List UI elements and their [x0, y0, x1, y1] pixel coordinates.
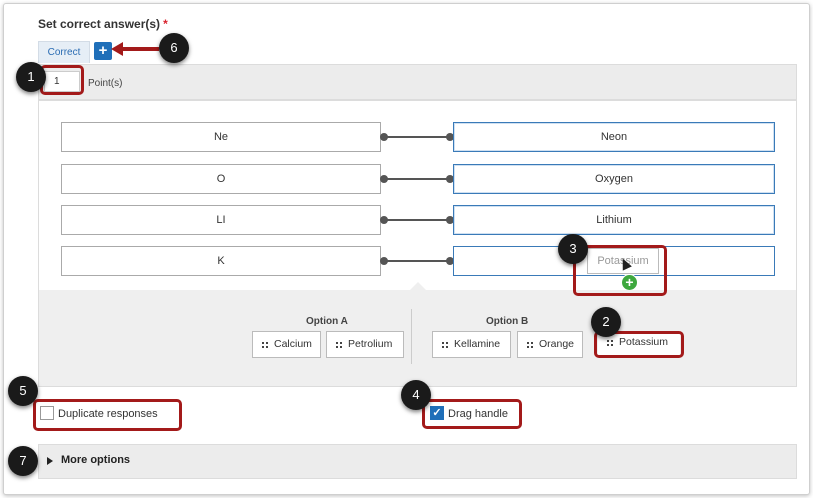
connector-line — [381, 136, 453, 138]
drag-handle-label: Drag handle — [448, 408, 508, 420]
connector-dot — [446, 133, 454, 141]
options-panel-notch — [409, 282, 427, 291]
highlight-box-points — [40, 65, 84, 95]
drag-grip-icon — [527, 342, 533, 348]
option-group-a-title: Option A — [306, 316, 348, 327]
option-chip-label: Potassium — [619, 336, 669, 348]
section-title-text: Set correct answer(s) — [38, 17, 161, 31]
stem-item: LI — [61, 205, 381, 235]
drag-grip-icon — [336, 342, 342, 348]
points-bar — [38, 64, 797, 100]
response-dropzone[interactable]: Neon — [453, 122, 775, 152]
drag-grip-icon — [442, 342, 448, 348]
dragged-option[interactable]: Potassium — [587, 248, 659, 274]
connector-line — [381, 178, 453, 180]
option-chip[interactable]: Petrolium — [326, 331, 404, 358]
stem-item: O — [61, 164, 381, 194]
drag-handle-checkbox[interactable]: ✓ — [430, 406, 444, 420]
option-group-divider — [411, 309, 412, 364]
stem-item: K — [61, 246, 381, 276]
add-alternate-button[interactable]: + — [94, 42, 112, 60]
callout-2: 2 — [591, 307, 621, 337]
callout-4: 4 — [401, 380, 431, 410]
highlight-box-drag-handle — [422, 399, 522, 429]
drag-grip-icon — [262, 342, 268, 348]
red-arrow-shaft — [122, 47, 159, 51]
option-chip-label: Petrolium — [348, 338, 393, 350]
duplicate-responses-checkbox[interactable] — [40, 406, 54, 420]
option-chip-label: Orange — [539, 338, 575, 350]
connector-line — [381, 260, 453, 262]
red-arrow-head-icon — [111, 42, 123, 56]
highlight-box-duplicate — [33, 399, 182, 431]
option-group-b-title: Option B — [486, 316, 529, 327]
highlight-box-option — [594, 331, 684, 358]
option-chip[interactable]: Kellamine — [432, 331, 511, 358]
connector-dot — [446, 216, 454, 224]
points-input[interactable]: 1 — [44, 71, 80, 92]
callout-3: 3 — [558, 234, 588, 264]
connector-dot — [380, 257, 388, 265]
expand-triangle-icon[interactable] — [47, 457, 53, 465]
more-options-bar[interactable] — [38, 444, 797, 479]
option-chip[interactable]: Calcium — [252, 331, 321, 358]
stem-item: Ne — [61, 122, 381, 152]
connector-dot — [446, 175, 454, 183]
connector-dot — [446, 257, 454, 265]
response-dropzone[interactable]: Oxygen — [453, 164, 775, 194]
callout-1: 1 — [16, 62, 46, 92]
connector-dot — [380, 216, 388, 224]
connector-dot — [380, 133, 388, 141]
highlight-box-drag — [573, 245, 667, 296]
option-chip[interactable]: Potassium — [598, 332, 680, 355]
tab-correct[interactable]: Correct — [38, 41, 90, 63]
callout-7: 7 — [8, 446, 38, 476]
points-label: Point(s) — [88, 78, 123, 89]
connector-dot — [380, 175, 388, 183]
response-dropzone[interactable]: Lithium — [453, 205, 775, 235]
callout-5: 5 — [8, 376, 38, 406]
more-options-label[interactable]: More options — [61, 454, 131, 466]
option-chip-label: Kellamine — [454, 338, 501, 350]
callout-6: 6 — [159, 33, 189, 63]
section-title: Set correct answer(s)* — [38, 17, 168, 31]
connector-line — [381, 219, 453, 221]
duplicate-responses-label: Duplicate responses — [58, 408, 158, 420]
option-chip-label: Calcium — [274, 338, 312, 350]
drag-grip-icon — [607, 340, 613, 346]
option-chip[interactable]: Orange — [517, 331, 583, 358]
required-mark: * — [163, 17, 168, 31]
